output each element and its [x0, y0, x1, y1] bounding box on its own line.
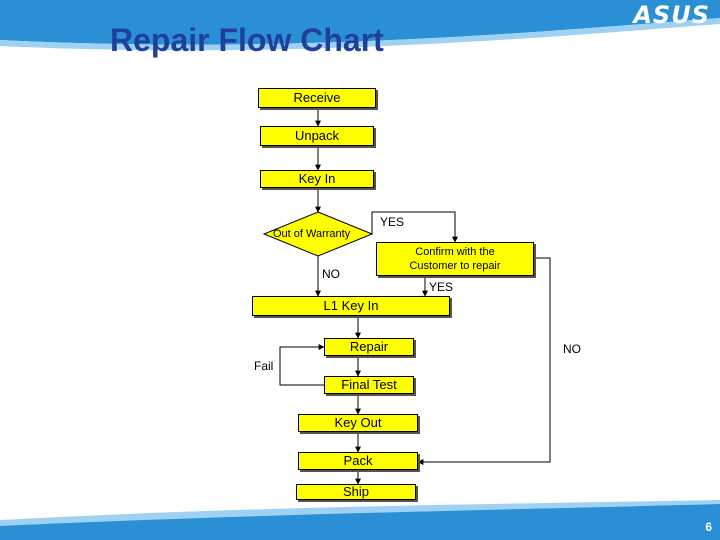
footer-swoosh	[0, 500, 720, 540]
node-final-test: Final Test	[324, 376, 414, 394]
edge-label-fail: Fail	[254, 359, 274, 373]
node-key-in: Key In	[260, 170, 374, 188]
edge-label-no-warranty: NO	[322, 267, 340, 281]
edge-label-yes-confirm: YES	[429, 280, 454, 294]
node-unpack: Unpack	[260, 126, 374, 146]
node-receive: Receive	[258, 88, 376, 108]
edge-label-yes-warranty: YES	[380, 215, 405, 229]
node-ship: Ship	[296, 484, 416, 500]
node-pack: Pack	[298, 452, 418, 470]
asus-logo: ASUS	[633, 1, 710, 29]
node-repair: Repair	[324, 338, 414, 356]
node-out-of-warranty: Out of Warranty	[273, 228, 351, 240]
decision-out-of-warranty-shape	[262, 211, 374, 257]
edge-label-no-confirm: NO	[563, 342, 581, 356]
node-key-out: Key Out	[298, 414, 418, 432]
node-l1-key-in: L1 Key In	[252, 296, 450, 316]
page-title: Repair Flow Chart	[110, 22, 384, 58]
node-confirm-customer: Confirm with the Customer to repair	[376, 242, 534, 276]
page-number: 6	[705, 520, 712, 534]
header-swoosh	[0, 0, 720, 51]
